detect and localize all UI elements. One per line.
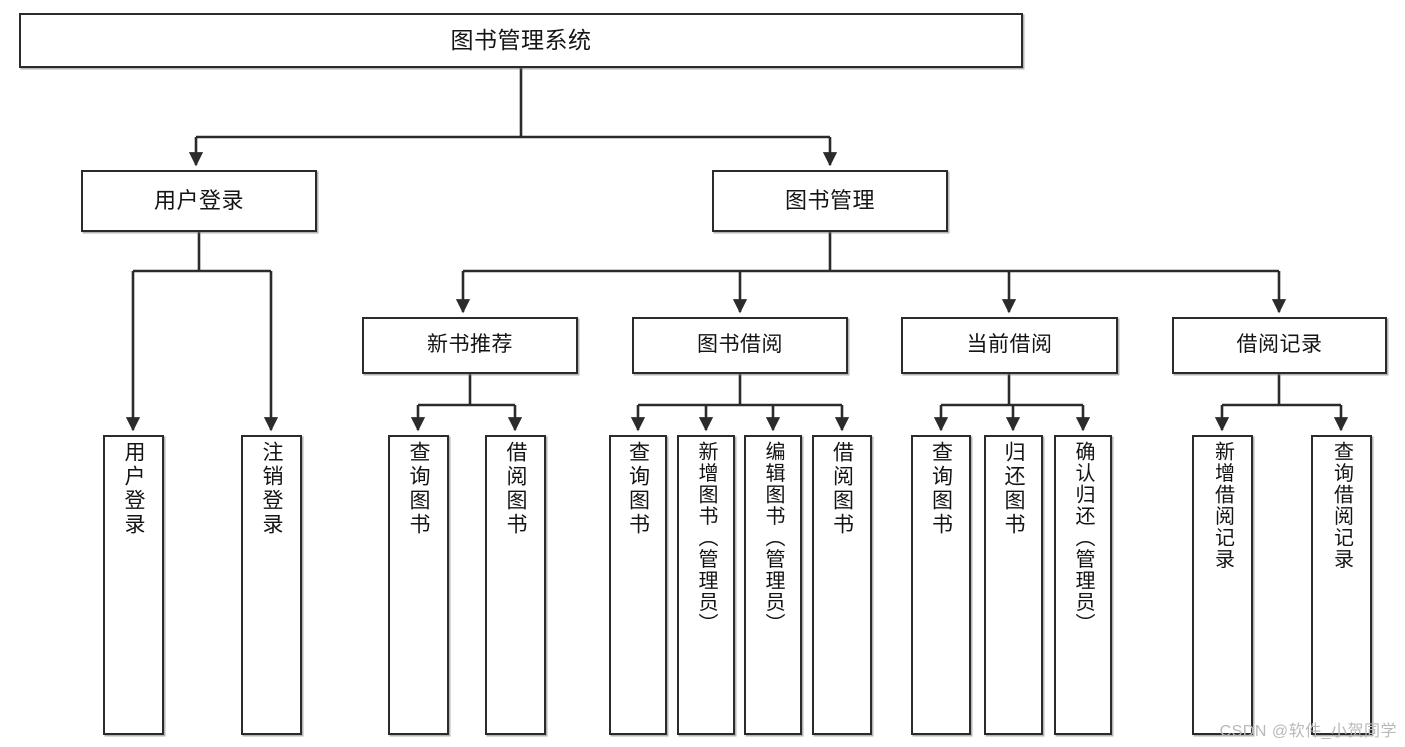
- node-new-book-recommend[interactable]: 新书推荐: [362, 317, 578, 374]
- csdn-watermark: CSDN @软件_小贺同学: [1219, 723, 1397, 740]
- node-leaf-query-book-2-label: 查询图书: [626, 441, 650, 537]
- node-leaf-query-borrow-record-label: 查询借阅记录: [1330, 441, 1353, 570]
- node-leaf-edit-book-admin-label: 编辑图书（管理员）: [762, 441, 784, 635]
- node-leaf-borrow-book-2[interactable]: 借阅图书: [812, 435, 872, 735]
- node-leaf-query-borrow-record[interactable]: 查询借阅记录: [1311, 435, 1372, 735]
- node-leaf-query-book-2[interactable]: 查询图书: [609, 435, 667, 735]
- node-borrow-record-label: 借阅记录: [1236, 333, 1323, 357]
- node-new-book-recommend-label: 新书推荐: [427, 333, 513, 357]
- node-root-label: 图书管理系统: [450, 27, 592, 54]
- node-book-manage-label: 图书管理: [784, 188, 875, 214]
- node-book-borrow-label: 图书借阅: [697, 333, 783, 357]
- node-leaf-confirm-return-admin[interactable]: 确认归还（管理员）: [1054, 435, 1112, 735]
- node-book-manage[interactable]: 图书管理: [712, 170, 948, 232]
- node-book-borrow[interactable]: 图书借阅: [632, 317, 848, 374]
- node-borrow-record[interactable]: 借阅记录: [1172, 317, 1387, 374]
- node-root[interactable]: 图书管理系统: [19, 13, 1023, 68]
- node-leaf-user-login[interactable]: 用户登录: [103, 435, 164, 735]
- node-leaf-logout-label: 注销登录: [260, 441, 283, 537]
- node-leaf-borrow-book-1-label: 借阅图书: [504, 441, 527, 537]
- node-leaf-add-borrow-record[interactable]: 新增借阅记录: [1192, 435, 1253, 735]
- node-leaf-logout[interactable]: 注销登录: [241, 435, 302, 735]
- node-leaf-return-book-label: 归还图书: [1002, 441, 1025, 537]
- node-leaf-add-borrow-record-label: 新增借阅记录: [1211, 441, 1234, 570]
- node-leaf-edit-book-admin[interactable]: 编辑图书（管理员）: [744, 435, 802, 735]
- node-leaf-borrow-book-2-label: 借阅图书: [830, 441, 854, 537]
- node-leaf-query-book-3[interactable]: 查询图书: [911, 435, 971, 735]
- node-user-login-label: 用户登录: [153, 188, 244, 214]
- node-leaf-query-book-3-label: 查询图书: [929, 441, 953, 537]
- node-leaf-confirm-return-admin-label: 确认归还（管理员）: [1072, 441, 1094, 635]
- node-leaf-user-login-label: 用户登录: [122, 441, 145, 537]
- node-leaf-add-book-admin[interactable]: 新增图书（管理员）: [677, 435, 735, 735]
- node-leaf-query-book-1-label: 查询图书: [407, 441, 430, 537]
- node-leaf-query-book-1[interactable]: 查询图书: [388, 435, 449, 735]
- node-current-borrow[interactable]: 当前借阅: [901, 317, 1118, 374]
- node-leaf-add-book-admin-label: 新增图书（管理员）: [695, 441, 717, 635]
- node-current-borrow-label: 当前借阅: [966, 333, 1053, 357]
- node-leaf-return-book[interactable]: 归还图书: [984, 435, 1043, 735]
- node-user-login[interactable]: 用户登录: [81, 170, 317, 232]
- node-leaf-borrow-book-1[interactable]: 借阅图书: [485, 435, 546, 735]
